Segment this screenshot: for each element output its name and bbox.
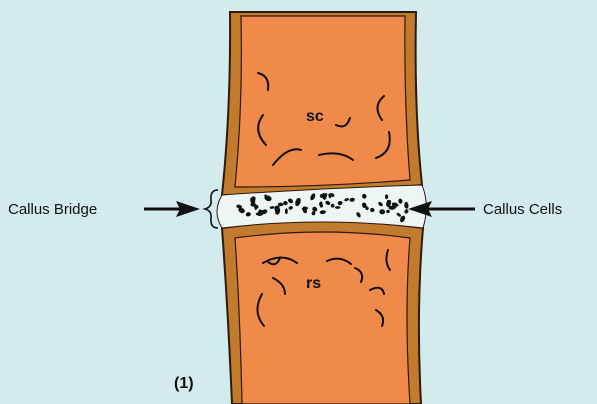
scion-piece	[222, 12, 422, 195]
callus-cells-label: Callus Cells	[483, 201, 562, 218]
callus-cell	[285, 208, 288, 214]
rootstock-piece	[222, 221, 423, 404]
callus-cell	[335, 206, 340, 209]
callus-bridge-brace	[205, 190, 218, 228]
callus-bridge-label: Callus Bridge	[8, 201, 97, 218]
scion-label: sc	[306, 108, 324, 126]
callus-bridge-arrow	[144, 201, 200, 217]
rootstock-label: rs	[306, 275, 321, 293]
figure-number: (1)	[174, 375, 194, 393]
scion-tissue	[235, 16, 410, 187]
